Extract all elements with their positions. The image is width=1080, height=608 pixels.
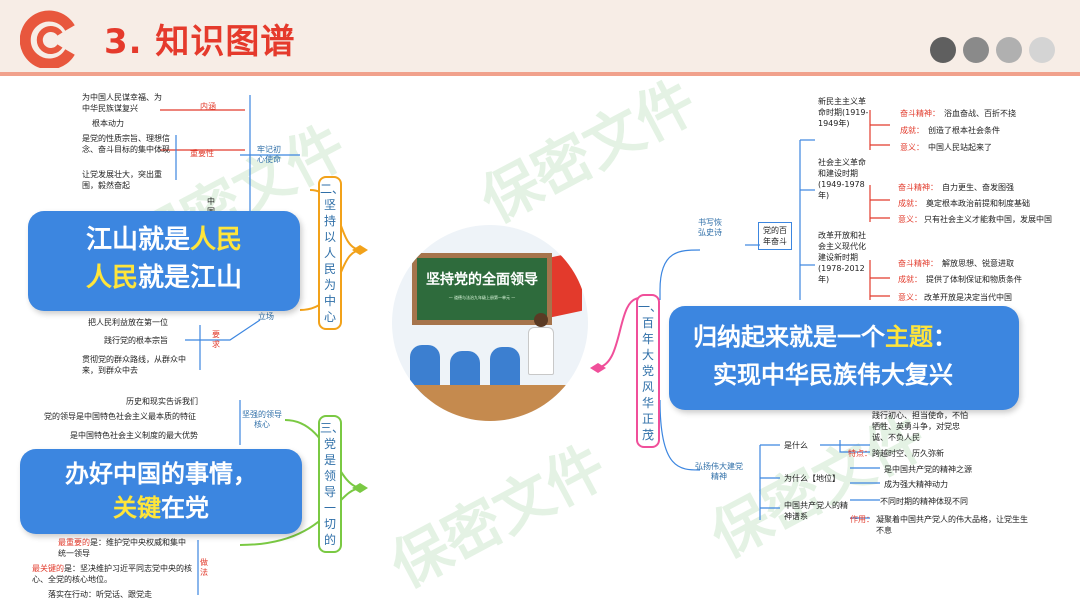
tag-label: 要求 xyxy=(212,330,220,349)
bubble-text: ： xyxy=(933,323,957,351)
board-subtitle: — 道德与法治九年级上册第一单元 — xyxy=(448,295,516,300)
list-item: 是中国共产党的精神之源 xyxy=(884,465,972,474)
list-item: 把人民利益放在第一位 xyxy=(88,318,168,327)
list-item-label: 为什么【地位】 xyxy=(784,474,840,483)
period-name: 新民主主义革命时期(1919-1949年) xyxy=(818,97,869,128)
list-item: 改革开放是决定当代中国 xyxy=(924,293,1012,302)
sub-branch-label: 书写恢弘史诗 xyxy=(698,218,722,237)
chalkboard xyxy=(412,253,552,325)
header-divider xyxy=(0,72,1080,76)
bubble-highlight: 人民 xyxy=(85,263,138,293)
progress-dot xyxy=(963,37,989,63)
list-item: 让党发展壮大，突出重围，毅然奋起 xyxy=(82,170,162,190)
list-item: 最关键的是：坚决维护习近平同志党中央的核心、全党的核心地位。 xyxy=(32,564,192,584)
progress-dot xyxy=(996,37,1022,63)
sub-branch-label: 弘扬伟大建党精神 xyxy=(695,462,743,481)
list-item: 奠定根本政治前提和制度基础 xyxy=(926,199,1030,208)
list-item: 为什么【地位】 xyxy=(784,473,840,484)
tag-label: 特点： xyxy=(848,449,872,458)
list-item: 跨越时空、历久弥新 xyxy=(872,449,944,458)
list-item: 解放思想、锐意进取 xyxy=(942,259,1014,268)
teacher xyxy=(528,313,554,383)
list-item: 是中国特色社会主义制度的最大优势 xyxy=(70,431,198,440)
highlight-bubble-people: 江山就是人民 人民就是江山 xyxy=(28,211,300,311)
list-item: 践行党的根本宗旨 xyxy=(104,336,168,345)
period-name: 改革开放和社会主义现代化建设新时期(1978-2012年) xyxy=(818,231,866,284)
tag-label: 重要性 xyxy=(190,149,214,158)
list-item: 创造了根本社会条件 xyxy=(928,126,1000,135)
tag-label: 成就： xyxy=(900,126,924,135)
bubble-text: 办好中国的事情， xyxy=(65,460,257,488)
list-item: 根本动力 xyxy=(92,119,124,128)
list-item: 为中国人民谋幸福、为中华民族谋复兴 xyxy=(82,93,162,113)
bubble-text: 归纳起来就是一个 xyxy=(693,323,885,351)
category-right: 一、百年大党风华正茂 xyxy=(636,294,662,448)
bubble-text: 在党 xyxy=(161,494,209,522)
sub-branch-label: 坚强的领导核心 xyxy=(242,410,282,429)
tag-label: 作用： xyxy=(850,515,874,524)
progress-dot xyxy=(1029,37,1055,63)
tag-label: 成就： xyxy=(898,275,922,284)
bubble-highlight: 关键 xyxy=(113,494,161,522)
list-item: 落实在行动：听党话、跟党走 xyxy=(48,590,152,599)
category-left-bottom: 三、党是领导一切的 xyxy=(318,415,344,553)
page-title: 3. 知识图谱 xyxy=(104,22,296,62)
list-item: 浴血奋战、百折不挠 xyxy=(944,109,1016,118)
list-item: 只有社会主义才能救中国，发展中国 xyxy=(924,215,1052,224)
list-item: 中国共产党人的精神谱系 xyxy=(784,501,848,521)
bubble-highlight: 人民 xyxy=(190,225,243,255)
list-item: 是党的性质宗旨、理想信念、奋斗目标的集中体现 xyxy=(82,134,170,154)
list-item: 是什么 xyxy=(784,441,808,450)
logo-icon xyxy=(19,10,78,70)
list-item: 践行初心、担当使命，不怕牺牲、英勇斗争，对党忠诚、不负人民 xyxy=(872,411,968,442)
highlight-bubble-party: 办好中国的事情， 关键在党 xyxy=(20,449,302,534)
sub-branch-label: 牢记初心使命 xyxy=(257,145,281,164)
tag-label: 意义： xyxy=(900,143,924,152)
board-title: 坚持党的全面领导 xyxy=(426,272,538,288)
list-item: 党的百年奋斗 xyxy=(758,222,792,250)
progress-dot xyxy=(930,37,956,63)
bubble-text: 就是江山 xyxy=(138,263,243,293)
bubble-text: 江山就是 xyxy=(85,225,190,255)
list-item: 自力更生、奋发图强 xyxy=(942,183,1014,192)
tag-label: 意义： xyxy=(898,215,922,224)
list-item: 提供了体制保证和物质条件 xyxy=(926,275,1022,284)
list-item: 凝聚着中国共产党人的伟大品格，让党生生不息 xyxy=(876,515,1028,535)
center-illustration: 坚持党的全面领导 — 道德与法治九年级上册第一单元 — xyxy=(392,225,588,421)
sub-branch-label: 立场 xyxy=(258,312,274,321)
header-bar xyxy=(0,0,1080,76)
tag-label: 成就： xyxy=(898,199,922,208)
tag-label: 奋斗精神： xyxy=(898,259,938,268)
tag-label: 奋斗精神： xyxy=(900,109,940,118)
tag-label: 奋斗精神： xyxy=(898,183,938,192)
list-item: 中国人民站起来了 xyxy=(928,143,992,152)
bubble-text: 实现中华民族伟大复兴 xyxy=(713,361,953,389)
list-item: 党的领导是中国特色社会主义最本质的特征 xyxy=(44,412,196,421)
list-item: 成为强大精神动力 xyxy=(884,480,948,489)
list-item: 历史和现实告诉我们 xyxy=(126,397,198,406)
list-item: 不同时期的精神体现不同 xyxy=(880,497,968,506)
list-item: 中 xyxy=(207,197,215,206)
highlight-bubble-theme: 归纳起来就是一个主题： 实现中华民族伟大复兴 xyxy=(669,306,1019,410)
period-name: 社会主义革命和建设时期(1949-1978年) xyxy=(818,158,866,200)
bubble-highlight: 主题 xyxy=(885,323,933,351)
tag-label: 内涵 xyxy=(200,102,216,111)
desk xyxy=(392,385,588,421)
list-item: 最重要的是：维护党中央权威和集中统一领导 xyxy=(58,538,186,558)
tag-label: 意义： xyxy=(898,293,922,302)
tag-label: 做法 xyxy=(200,558,208,577)
category-left-top: 二、坚持以人民为中心 xyxy=(318,176,344,330)
list-item: 贯彻党的群众路线，从群众中来，到群众中去 xyxy=(82,355,186,375)
